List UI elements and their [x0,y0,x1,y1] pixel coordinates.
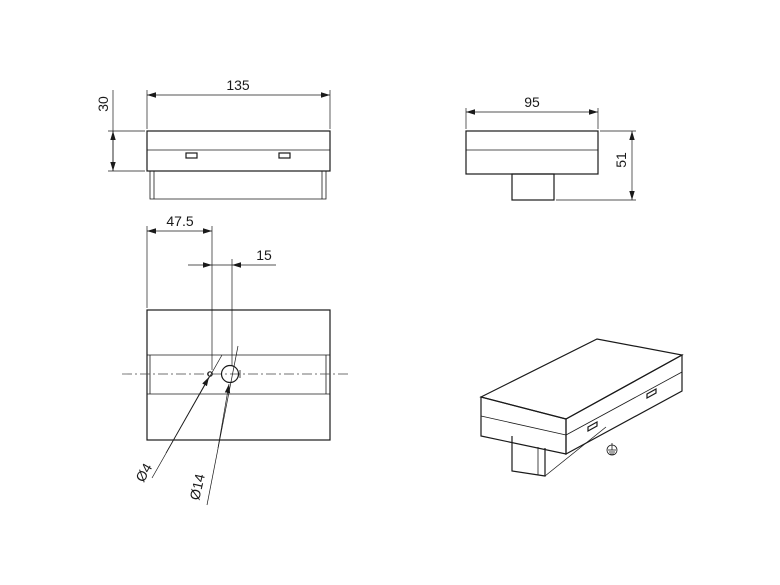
iso-base-side [544,426,607,477]
dim-label-front-width: 135 [226,77,250,93]
iso-side-seam [565,371,683,436]
front-clip-right [278,152,291,159]
front-view: 135 30 [95,77,331,200]
isometric-view [479,338,684,477]
side-body-outline [465,130,599,175]
bottom-view: 47.5 15 Ø4 Ø14 [122,213,348,506]
dim-label-side-height: 51 [613,152,629,168]
dim-label-large-hole: Ø14 [186,472,208,502]
dim-label-small-hole: Ø4 [132,460,155,484]
dim-label-front-height: 30 [95,96,111,112]
dim-label-hole-offset: 47.5 [166,213,193,229]
iso-clip-rear [646,387,657,400]
dim-label-hole-spacing: 15 [256,247,272,263]
front-clip-left [185,152,198,159]
iso-side-face [565,353,683,456]
leader-arrow-large-hole [217,383,231,449]
bottom-body-outline [146,309,331,441]
iso-front-seam [480,415,567,436]
leader-arrow-small-hole [165,376,210,454]
dim-label-side-width: 95 [524,94,540,110]
large-hole [220,364,240,384]
front-base-outline [149,171,327,200]
iso-base-front [511,436,546,477]
front-body-outline [146,130,331,172]
side-base-outline [511,173,555,201]
side-view: 95 51 [465,94,636,201]
leader-large-hole [206,345,239,506]
iso-clip-front [587,420,598,433]
